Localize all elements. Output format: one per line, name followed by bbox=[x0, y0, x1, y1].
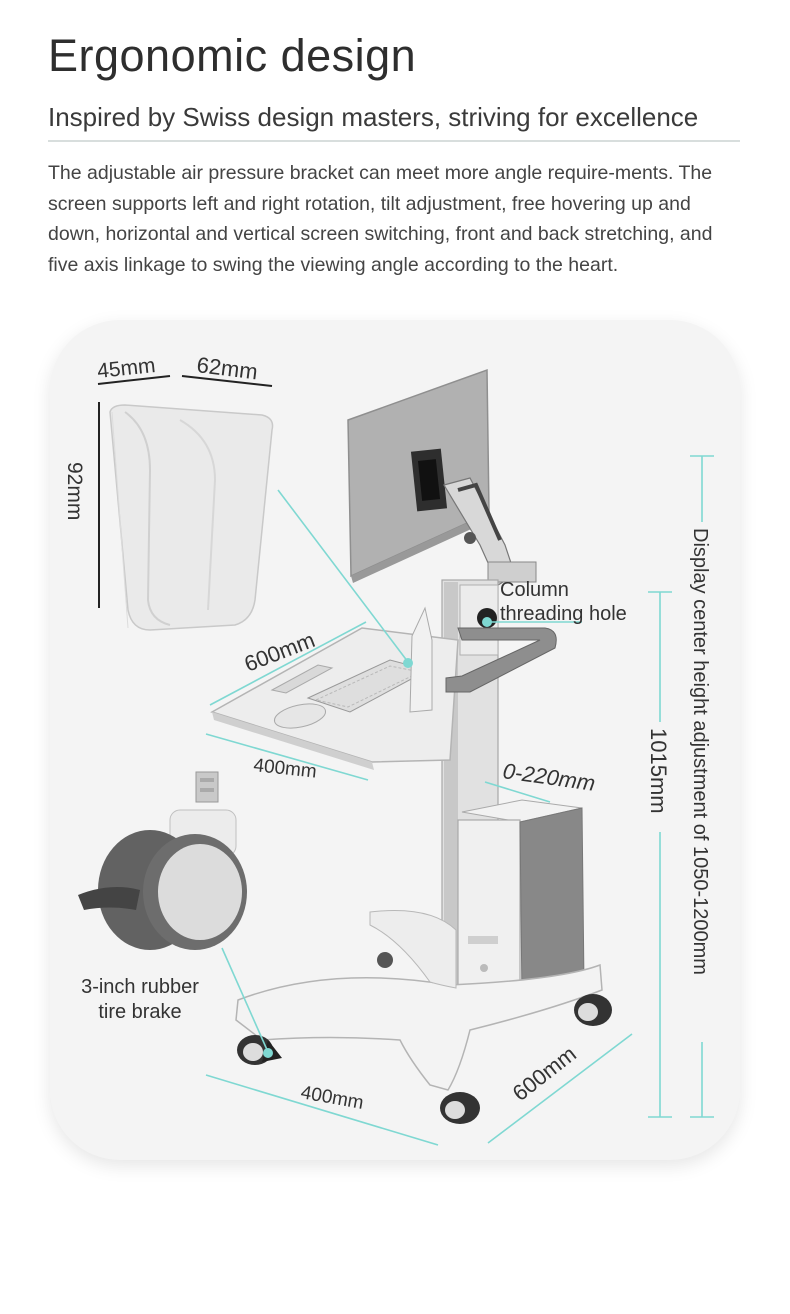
cart-base bbox=[235, 909, 612, 1124]
host-box bbox=[457, 799, 585, 1003]
monitor-arm bbox=[443, 477, 537, 586]
host-range-label: 0-220mm bbox=[501, 758, 596, 796]
holder-height-label: 92mm bbox=[63, 462, 86, 520]
subtitle-divider bbox=[48, 140, 740, 142]
holder-width-label: 62mm bbox=[195, 352, 259, 384]
base-width-label: 400mm bbox=[299, 1082, 365, 1114]
page-subtitle: Inspired by Swiss design masters, strivi… bbox=[48, 102, 699, 132]
column-hole-label-line1: Column bbox=[500, 579, 569, 601]
column-height-label: 1015mm bbox=[646, 728, 671, 814]
description-text: The adjustable air pressure bracket can … bbox=[48, 162, 713, 276]
page-title: Ergonomic design bbox=[48, 30, 417, 81]
handle-bar bbox=[445, 627, 557, 693]
accessory-holder bbox=[109, 404, 274, 631]
base-depth-label: 600mm bbox=[508, 1041, 581, 1106]
callout-dots bbox=[263, 617, 492, 1058]
caster-label-line1: 3-inch rubber bbox=[81, 976, 199, 998]
display-height-label: Display center height adjustment of 1050… bbox=[689, 528, 711, 975]
caster-wheel-detail bbox=[78, 771, 247, 950]
keyboard-tray bbox=[210, 606, 459, 770]
column-hole-label-line2: threading hole bbox=[500, 603, 627, 625]
tray-depth-label: 400mm bbox=[252, 755, 317, 783]
monitor bbox=[347, 368, 491, 583]
caster-label-line2: tire brake bbox=[98, 1001, 181, 1023]
